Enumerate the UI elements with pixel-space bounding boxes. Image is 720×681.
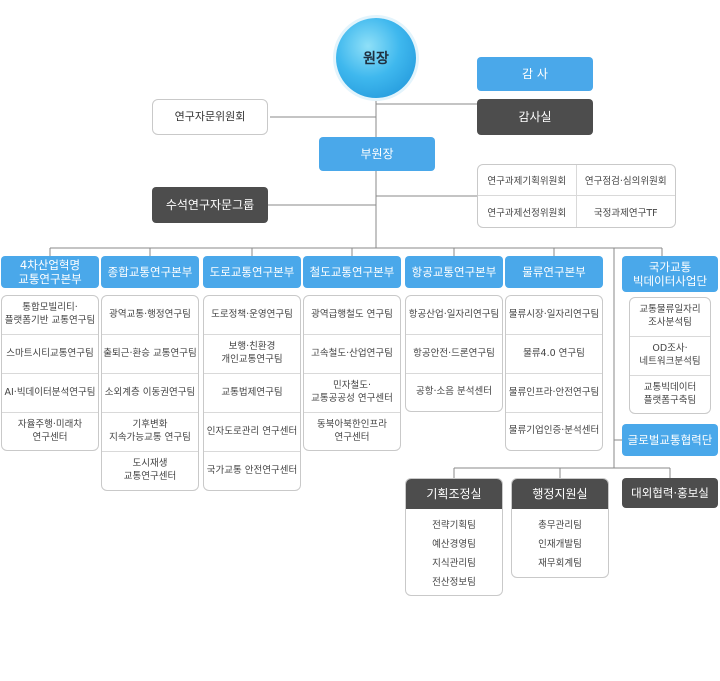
bigdata-units: 교통물류일자리 조사분석팀 OD조사· 네트워크분석팀 교통빅데이터 플랫폼구축… [629,297,711,414]
director-node: 원장 [336,18,416,98]
unit-item: 소외계층 이동권연구팀 [102,374,198,413]
division-header: 철도교통연구본부 [303,256,401,288]
bigdata-header: 국가교통 빅데이터사업단 [622,256,718,292]
director-label: 원장 [363,51,389,67]
committee-item: 국정과제연구TF [593,207,658,219]
unit-item: 물류시장·일자리연구팀 [506,296,602,335]
unit-item: 항공안전·드론연구팀 [406,335,502,374]
unit-item: 보행·친환경 개인교통연구팀 [204,335,300,374]
committee-item: 연구과제선정위원회 [478,196,577,227]
admin-office-header: 행정지원실 [512,479,608,509]
planning-office-box: 기획조정실 전략기획팀 예산경영팀 지식관리팀 전산정보팀 [405,478,503,596]
committee-item: 연구과제기획위원회 [478,165,577,196]
division-header: 종합교통연구본부 [101,256,199,288]
unit-item: 도로정책·운영연구팀 [204,296,300,335]
unit-item: 교통법제연구팀 [204,374,300,413]
planning-office-header: 기획조정실 [406,479,502,509]
unit-item: 공항·소음 분석센터 [416,386,492,398]
unit-item: 재무회계팀 [538,558,582,569]
unit-item: 동북아북한인프라 연구센터 [317,418,387,443]
unit-item: 민자철도· 교통공공성 연구센터 [304,374,400,413]
unit-item: OD조사· 네트워크분석팀 [630,337,710,376]
division-header: 도로교통연구본부 [203,256,301,288]
unit-item: 지식관리팀 [432,558,476,569]
unit-item: 고속철도·산업연구팀 [304,335,400,374]
advisory-committee-node: 연구자문위원회 [152,99,268,135]
unit-item: 광역교통·행정연구팀 [102,296,198,335]
division-units: 항공산업·일자리연구팀 항공안전·드론연구팀 공항·소음 분석센터 [405,295,503,412]
unit-item: AI·빅데이터분석연구팀 [2,374,98,413]
unit-item: 물류인프라·안전연구팀 [506,374,602,413]
division-header: 물류연구본부 [505,256,603,288]
unit-item: 통합모빌리티· 플랫폼기반 교통연구팀 [2,296,98,335]
audit-office-node: 감사실 [477,99,593,135]
unit-item: 도시재생 교통연구센터 [123,458,177,482]
external-relations-node: 대외협력·홍보실 [622,478,718,508]
unit-item: 교통물류일자리 조사분석팀 [630,298,710,337]
unit-item: 물류4.0 연구팀 [506,335,602,374]
division-units: 광역교통·행정연구팀 출퇴근·환승 교통연구팀 소외계층 이동권연구팀 기후변화… [101,295,199,491]
audit-node: 감 사 [477,57,593,91]
unit-item: 예산경영팀 [432,539,476,550]
division-units: 광역급행철도 연구팀 고속철도·산업연구팀 민자철도· 교통공공성 연구센터 동… [303,295,401,451]
unit-item: 총무관리팀 [538,520,582,531]
unit-item: 스마트시티교통연구팀 [2,335,98,374]
division-header: 항공교통연구본부 [405,256,503,288]
unit-item: 자율주행·미래차 연구센터 [17,418,83,443]
committee-item: 연구점검·심의위원회 [576,165,675,196]
senior-advisory-group-node: 수석연구자문그룹 [152,187,268,223]
admin-office-box: 행정지원실 총무관리팀 인재개발팀 재무회계팀 [511,478,609,578]
unit-item: 교통빅데이터 플랫폼구축팀 [643,381,697,406]
unit-item: 국가교통 안전연구센터 [206,464,298,476]
unit-item: 전략기획팀 [432,520,476,531]
global-cooperation-node: 글로벌교통협력단 [622,424,718,456]
division-units: 통합모빌리티· 플랫폼기반 교통연구팀 스마트시티교통연구팀 AI·빅데이터분석… [1,295,99,451]
vice-director-node: 부원장 [319,137,435,171]
unit-item: 물류기업인증·분석센터 [508,425,600,437]
unit-item: 인자도로관리 연구센터 [204,413,300,452]
division-units: 도로정책·운영연구팀 보행·친환경 개인교통연구팀 교통법제연구팀 인자도로관리… [203,295,301,491]
unit-item: 전산정보팀 [432,577,476,588]
unit-item: 항공산업·일자리연구팀 [406,296,502,335]
committees-box: 연구과제기획위원회 연구점검·심의위원회 연구과제선정위원회 국정과제연구TF [477,164,676,228]
unit-item: 출퇴근·환승 교통연구팀 [102,335,198,374]
division-header: 4차산업혁명 교통연구본부 [1,256,99,288]
division-units: 물류시장·일자리연구팀 물류4.0 연구팀 물류인프라·안전연구팀 물류기업인증… [505,295,603,451]
unit-item: 광역급행철도 연구팀 [304,296,400,335]
unit-item: 기후변화 지속가능교통 연구팀 [102,413,198,452]
unit-item: 인재개발팀 [538,539,582,550]
